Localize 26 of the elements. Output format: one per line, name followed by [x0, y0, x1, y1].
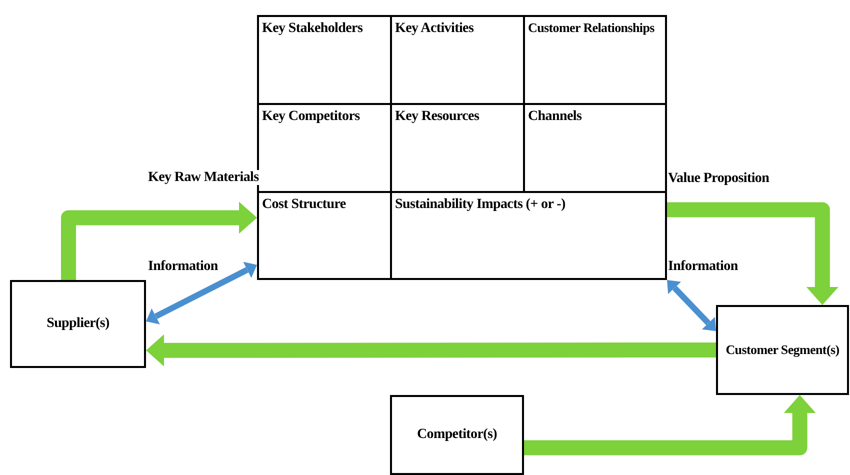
- canvas-cell: [257, 191, 392, 280]
- node-label: Supplier(s): [46, 316, 110, 332]
- canvas-cell: [523, 15, 667, 105]
- block-arrow: [60, 202, 257, 280]
- node-label: Key Competitors: [262, 109, 360, 126]
- node-label: Key Activities: [395, 21, 474, 38]
- double-arrow: [146, 262, 257, 324]
- node-label: Key Resources: [395, 109, 480, 126]
- entity-box: [10, 280, 146, 368]
- node-label: Cost Structure: [262, 197, 346, 214]
- entity-box: [716, 305, 849, 395]
- edge-label: Key Raw Materials: [148, 170, 259, 186]
- edge-label: Value Proposition: [668, 171, 770, 186]
- node-label: Key Stakeholders: [262, 21, 363, 38]
- canvas-cell: [257, 15, 392, 105]
- node-label: Competitor(s): [416, 426, 498, 444]
- double-arrow: [667, 280, 716, 332]
- node-label: Customer Segment(s): [726, 342, 840, 358]
- block-arrow: [524, 395, 816, 456]
- node-label: Customer Relationships: [528, 21, 654, 36]
- block-arrow: [146, 334, 716, 366]
- entity-box: [390, 395, 524, 475]
- canvas-cell: [390, 191, 667, 280]
- node-label: Sustainability Impacts (+ or -): [395, 197, 566, 214]
- block-arrow: [667, 202, 838, 305]
- node-label: Channels: [528, 109, 582, 126]
